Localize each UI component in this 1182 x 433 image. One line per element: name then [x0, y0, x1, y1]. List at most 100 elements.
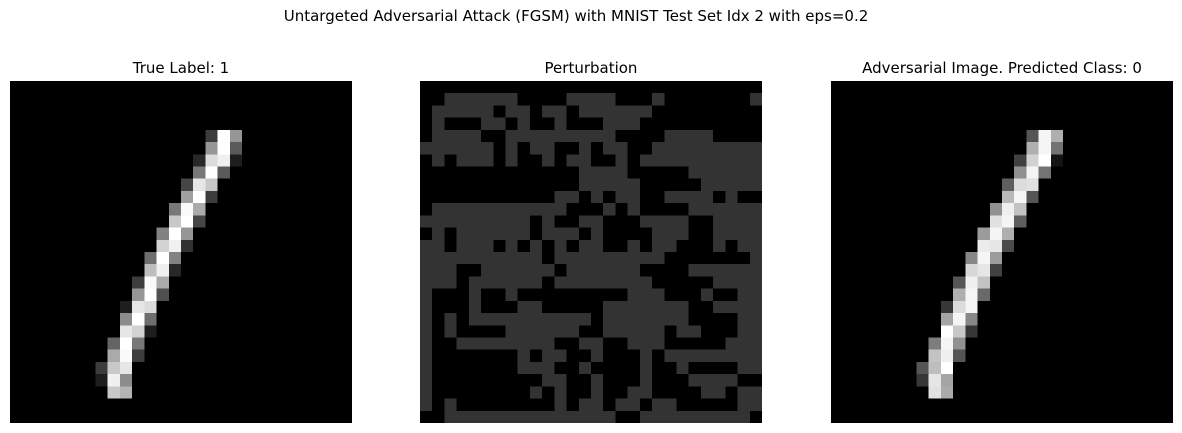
digit-pixel [953, 300, 966, 314]
perturbation-pixel [664, 398, 677, 411]
digit-pixel [1026, 166, 1039, 179]
digit-pixel [181, 203, 194, 216]
perturbation-pixel [591, 215, 604, 228]
perturbation-pixel [737, 203, 750, 216]
perturbation-pixel [615, 264, 628, 277]
perturbation-pixel [591, 337, 604, 350]
digit-pixel [205, 154, 218, 167]
digit-pixel [965, 313, 978, 326]
digit-pixel [144, 313, 157, 326]
perturbation-pixel [700, 203, 714, 216]
perturbation-pixel [700, 374, 714, 387]
digit-pixel [119, 374, 133, 387]
digit-pixel [95, 361, 108, 375]
perturbation-pixel [725, 276, 738, 289]
perturbation-pixel [700, 288, 714, 301]
digit-pixel [119, 337, 133, 350]
digit-pixel [953, 337, 966, 350]
perturbation-pixel [456, 410, 469, 423]
digit-pixel [205, 142, 218, 155]
perturbation-pixel [688, 374, 701, 387]
perturbation-pixel [603, 325, 616, 338]
digit-pixel [205, 178, 218, 191]
digit-pixel [95, 374, 108, 387]
digit-pixel [132, 349, 145, 362]
perturbation-pixel [615, 300, 628, 314]
perturbation-pixel [676, 300, 689, 314]
perturbation-pixel [652, 410, 665, 423]
perturbation-pixel [542, 203, 555, 216]
perturbation-pixel [517, 105, 530, 118]
perturbation-pixel [505, 203, 518, 216]
perturbation-pixel [591, 349, 604, 362]
perturbation-pixel [517, 215, 530, 228]
original-digit-image [10, 81, 352, 423]
perturbation-pixel [517, 337, 530, 350]
perturbation-pixel [615, 178, 628, 191]
digit-pixel [1038, 142, 1051, 155]
perturbation-pixel [542, 313, 555, 326]
perturbation-pixel [542, 264, 555, 277]
perturbation-pixel [725, 215, 738, 228]
perturbation-pixel [554, 325, 567, 338]
perturbation-pixel [603, 166, 616, 179]
perturbation-pixel [676, 325, 689, 338]
perturbation-pixel [566, 276, 579, 289]
perturbation-pixel [505, 239, 518, 252]
perturbation-pixel [603, 410, 616, 423]
perturbation-pixel [554, 386, 567, 399]
perturbation-pixel [749, 337, 762, 350]
perturbation-pixel [737, 398, 750, 411]
figure-suptitle: Untargeted Adversarial Attack (FGSM) wit… [283, 7, 869, 25]
perturbation-pixel [652, 252, 665, 265]
perturbation-pixel [554, 117, 567, 130]
perturbation-pixel [737, 264, 750, 277]
perturbation-pixel [603, 178, 616, 191]
perturbation-pixel [578, 129, 591, 143]
perturbation-pixel [737, 166, 750, 179]
perturbation-pixel [652, 239, 665, 252]
digit-pixel [977, 276, 990, 289]
digit-pixel [928, 386, 941, 399]
perturbation-pixel [700, 386, 714, 399]
perturbation-pixel [444, 129, 457, 143]
perturbation-pixel [737, 349, 750, 362]
digit-pixel [132, 300, 145, 314]
perturbation-pixel [456, 154, 469, 167]
perturbation-pixel [529, 410, 543, 423]
perturbation-pixel [737, 276, 750, 289]
perturbation-pixel [749, 93, 762, 106]
perturbation-pixel [505, 129, 518, 143]
digit-pixel [132, 325, 145, 338]
perturbation-pixel [749, 142, 762, 155]
perturbation-pixel [444, 105, 457, 118]
perturbation-pixel [676, 410, 689, 423]
perturbation-pixel [737, 361, 750, 375]
perturbation-pixel [749, 227, 762, 240]
perturbation-pixel [578, 313, 591, 326]
perturbation-pixel [517, 252, 530, 265]
perturbation-pixel [725, 374, 738, 387]
digit-pixel [977, 252, 990, 265]
perturbation-pixel [749, 252, 762, 265]
perturbation-pixel [420, 386, 433, 399]
perturbation-pixel [676, 349, 689, 362]
perturbation-pixel [566, 93, 579, 106]
perturbation-pixel [517, 349, 530, 362]
perturbation-pixel [481, 105, 494, 118]
perturbation-pixel [639, 386, 653, 399]
perturbation-pixel [615, 325, 628, 338]
perturbation-pixel [749, 361, 762, 375]
digit-pixel [181, 190, 194, 204]
perturbation-pixel [566, 129, 579, 143]
perturbation-pixel [615, 252, 628, 265]
perturbation-pixel [481, 142, 494, 155]
perturbation-pixel [664, 215, 677, 228]
perturbation-pixel [591, 386, 604, 399]
perturbation-pixel [456, 203, 469, 216]
digit-pixel [156, 276, 169, 289]
perturbation-pixel [749, 276, 762, 289]
digit-pixel [119, 325, 133, 338]
perturbation-pixel [652, 288, 665, 301]
digit-pixel [181, 227, 194, 240]
